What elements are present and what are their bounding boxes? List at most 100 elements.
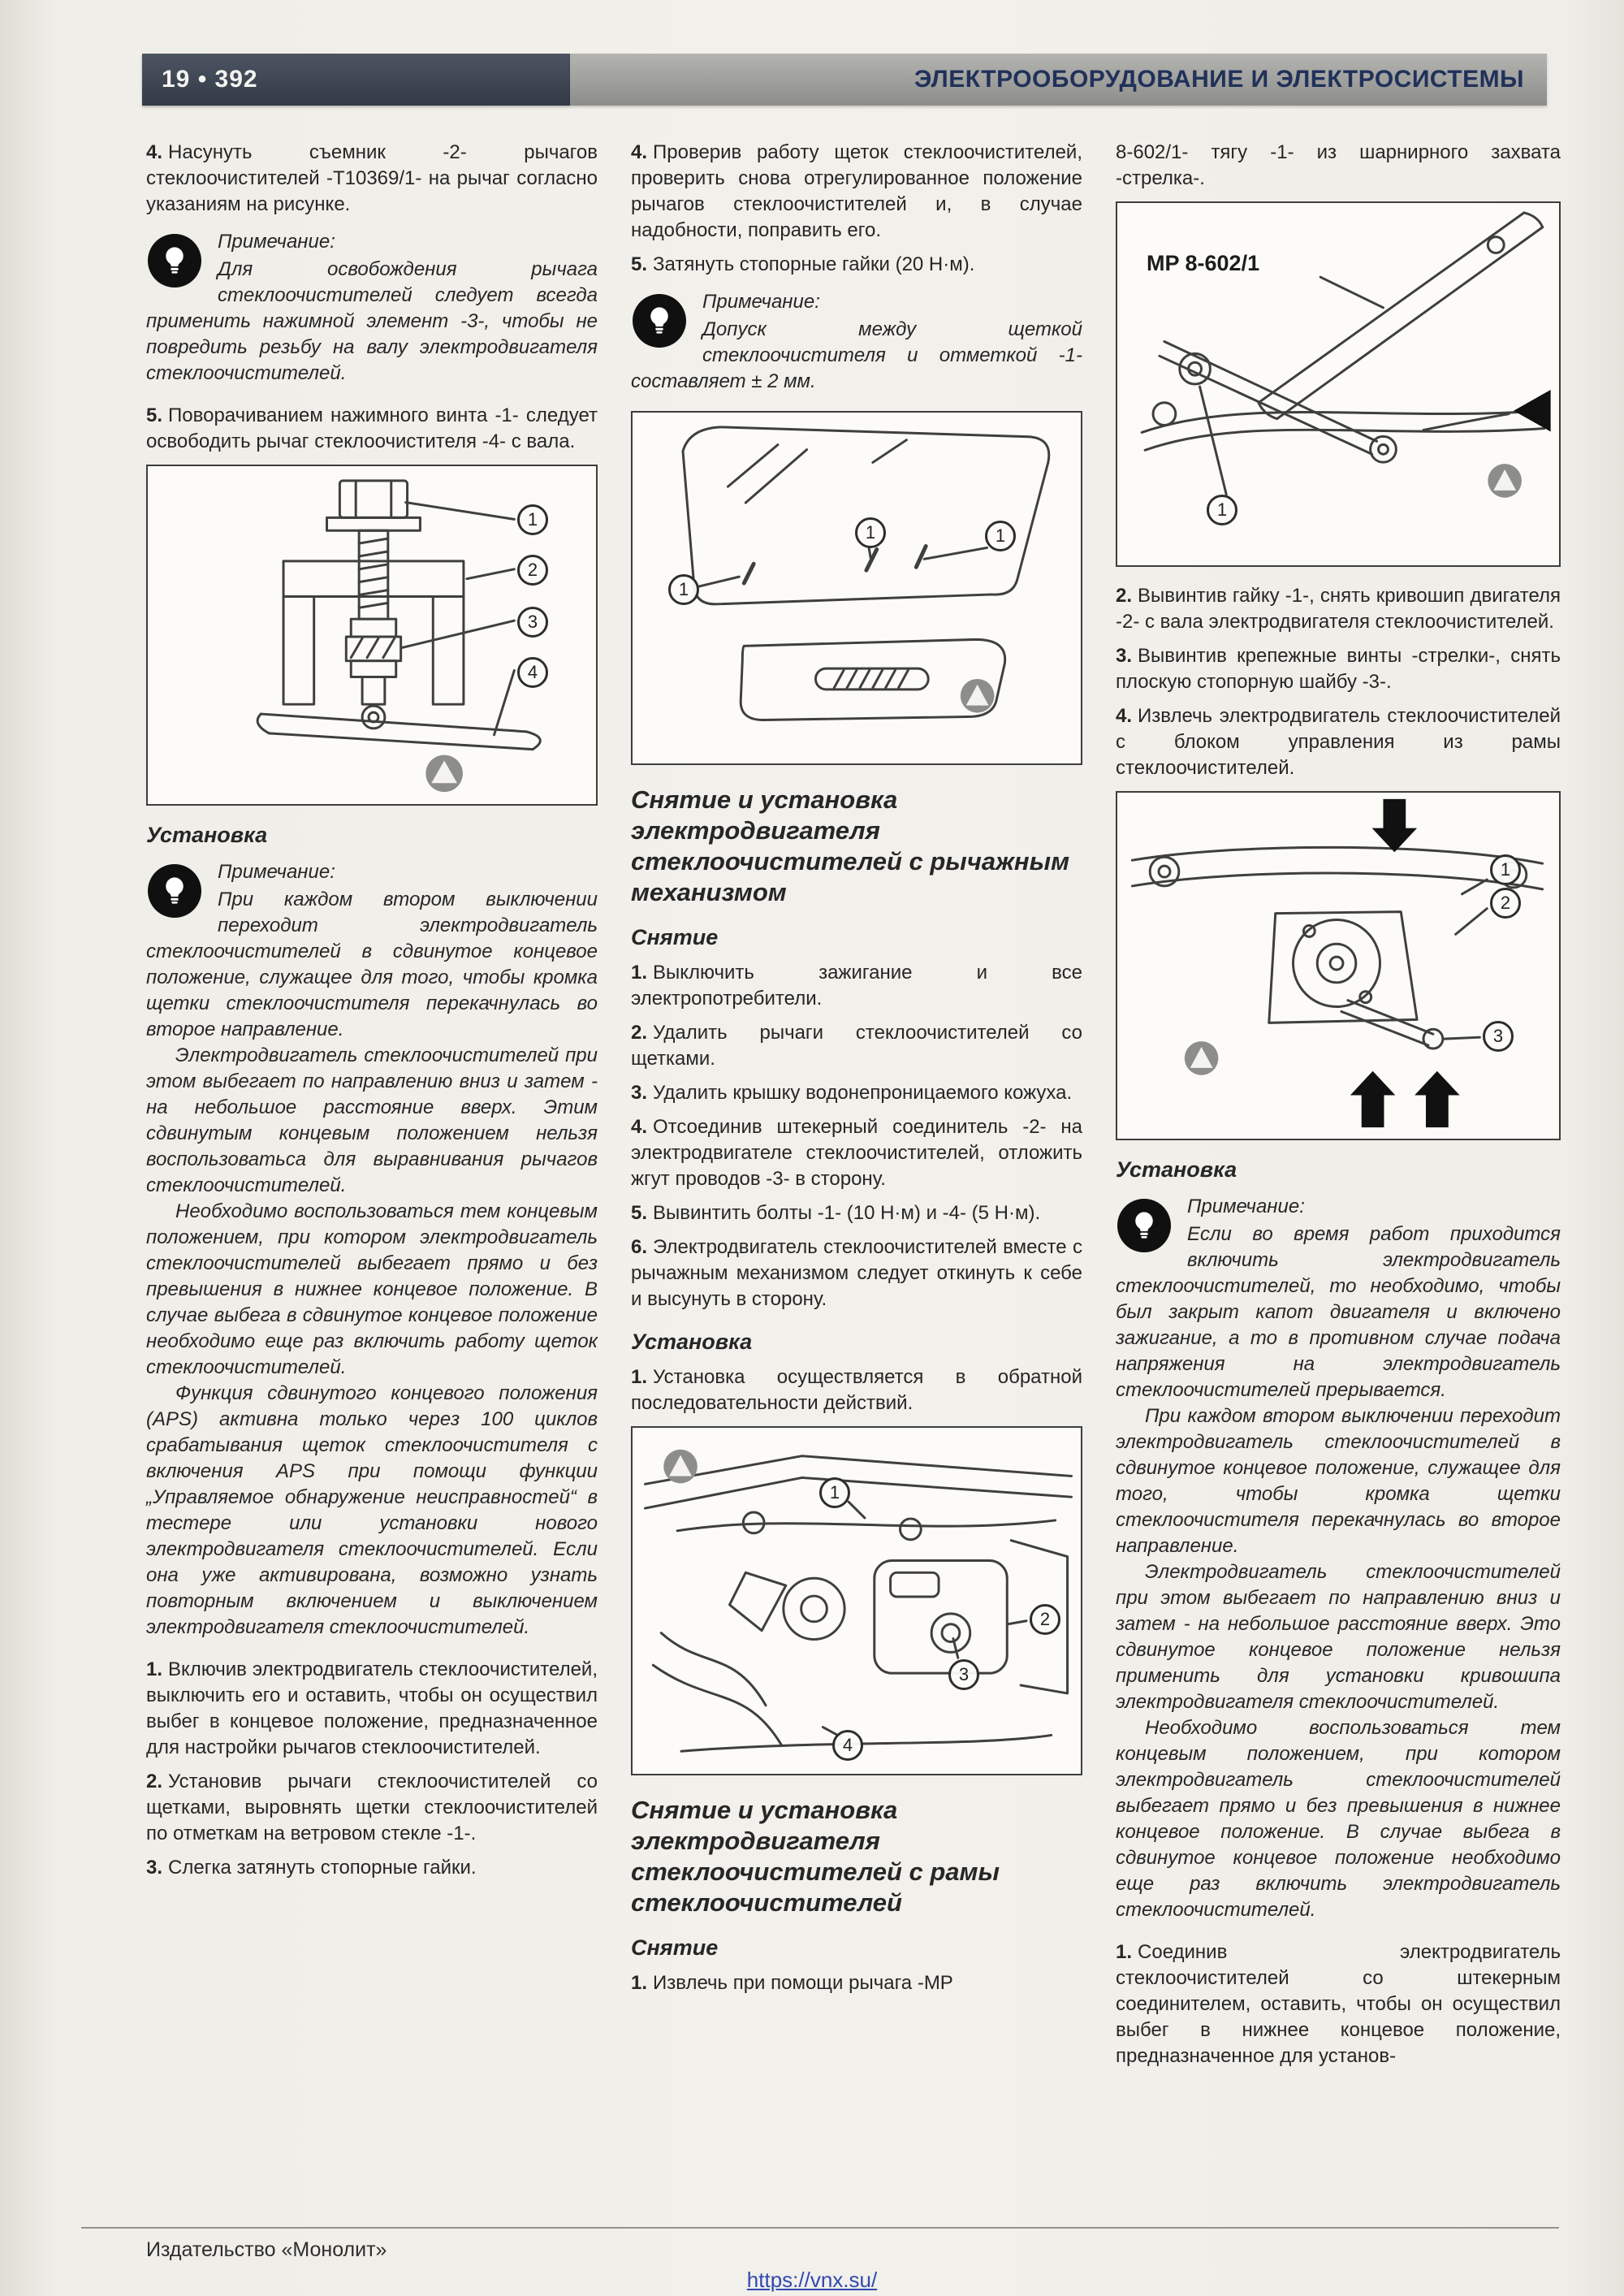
step-number: 2. xyxy=(1116,585,1133,607)
callout-2: 2 xyxy=(517,555,548,586)
up-arrow xyxy=(1415,1070,1460,1128)
step-number: 5. xyxy=(146,404,163,426)
lever-tool-drawing xyxy=(1140,211,1551,498)
note-title: Примечание: xyxy=(218,861,335,883)
wiper-motor-drawing xyxy=(1130,798,1544,1128)
lightbulb-icon xyxy=(1117,1199,1171,1252)
callout-3: 3 xyxy=(1483,1021,1514,1052)
monolit-logo-icon xyxy=(425,755,463,793)
step-number: 1. xyxy=(631,1972,648,1994)
monolit-logo-icon xyxy=(1488,464,1522,498)
lightbulb-icon xyxy=(148,864,201,918)
note-block: Примечание: При каждом втором выключении… xyxy=(146,859,598,1641)
step-paragraph: 5.Затянуть стопорные гайки (20 Н·м). xyxy=(631,252,1082,278)
engine-bay-drawing xyxy=(643,1449,1073,1753)
step-text: 8-602/1- тягу -1- из шарнирного захвата … xyxy=(1116,141,1561,189)
lightbulb-glyph xyxy=(650,307,668,334)
page-number-box: 19 • 392 xyxy=(142,54,570,106)
step-text: Удалить крышку водонепроницаемого кожуха… xyxy=(653,1082,1073,1104)
step-number: 4. xyxy=(146,141,163,163)
step-number: 3. xyxy=(1116,645,1133,667)
step-text: Соединив электродвигатель стеклоочистите… xyxy=(1116,1941,1561,2067)
callout-1: 1 xyxy=(1490,854,1521,885)
heading-install: Установка xyxy=(146,823,268,847)
callout-1: 1 xyxy=(668,574,699,605)
heading-install: Установка xyxy=(1116,1157,1237,1182)
note-paragraph: Электродвигатель стеклоочистителей при э… xyxy=(1116,1561,1561,1713)
step-paragraph: 2.Удалить рычаги стеклоочистителей со ще… xyxy=(631,1020,1082,1072)
step-paragraph: 3.Вывинтив крепежные винты -стрелки-, сн… xyxy=(1116,643,1561,695)
lightbulb-icon xyxy=(633,294,686,348)
step-number: 1. xyxy=(631,962,648,984)
lightbulb-glyph xyxy=(166,247,184,274)
step-text: Затянуть стопорные гайки (20 Н·м). xyxy=(653,253,975,275)
page-number: 19 • 392 xyxy=(162,66,258,93)
note-block: Примечание: Если во время работ приходит… xyxy=(1116,1194,1561,1923)
step-number: 2. xyxy=(631,1022,648,1044)
callout-1: 1 xyxy=(855,517,886,548)
note-paragraph: При каждом втором выключении переходит э… xyxy=(1116,1405,1561,1557)
step-text: Включив электродвигатель стеклоочистител… xyxy=(146,1658,598,1758)
step-text: Электродвигатель стеклоочистителей вмест… xyxy=(631,1236,1082,1310)
step-paragraph: 4.Извлечь электродвигатель стеклоочистит… xyxy=(1116,703,1561,781)
step-text: Установив рычаги стеклоочистителей со ще… xyxy=(146,1771,598,1844)
step-text: Насунуть съемник -2- рычагов стеклоочист… xyxy=(146,141,598,215)
step-text: Вывинтить болты -1- (10 Н·м) и -4- (5 Н·… xyxy=(653,1202,1041,1224)
step-paragraph: 3.Удалить крышку водонепроницаемого кожу… xyxy=(631,1080,1082,1106)
callout-1: 1 xyxy=(1207,495,1237,525)
figure-engine-bay: 1 2 3 4 xyxy=(631,1426,1082,1775)
step-paragraph: 5.Поворачиванием нажимного винта -1- сле… xyxy=(146,403,598,455)
continuation-paragraph: 8-602/1- тягу -1- из шарнирного захвата … xyxy=(1116,140,1561,192)
callout-2: 2 xyxy=(1490,888,1521,919)
tool-label: MP 8-602/1 xyxy=(1147,251,1260,275)
step-paragraph: 1.Извлечь при помощи рычага -МР xyxy=(631,1970,1082,1996)
section-title: Снятие и установка электродвигателя стек… xyxy=(631,1796,1000,1917)
step-paragraph: 6.Электродвигатель стеклоочистителей вме… xyxy=(631,1234,1082,1312)
callout-1: 1 xyxy=(517,504,548,535)
step-number: 6. xyxy=(631,1236,648,1258)
callout-2: 2 xyxy=(1030,1604,1060,1635)
note-block: Примечание: Для освобождения рычага стек… xyxy=(146,229,598,387)
lightbulb-glyph xyxy=(1135,1212,1153,1239)
step-paragraph: 1.Установка осуществляется в обратной по… xyxy=(631,1364,1082,1416)
step-number: 1. xyxy=(146,1658,163,1680)
note-title: Примечание: xyxy=(1187,1196,1305,1217)
figure-windshield-marks: 1 1 1 xyxy=(631,411,1082,765)
heading-install: Установка xyxy=(631,1330,753,1354)
column-right: 8-602/1- тягу -1- из шарнирного захвата … xyxy=(1116,140,1561,2078)
callout-4: 4 xyxy=(517,657,548,688)
callout-4: 4 xyxy=(832,1730,863,1761)
site-link[interactable]: https://vnx.su/ xyxy=(746,2268,878,2292)
note-title: Примечание: xyxy=(702,291,820,313)
step-paragraph: 1.Включив электродвигатель стеклоочистит… xyxy=(146,1657,598,1761)
down-arrow xyxy=(1371,798,1418,853)
step-text: Отсоединив штекерный соединитель -2- на … xyxy=(631,1116,1082,1190)
step-number: 3. xyxy=(631,1082,648,1104)
step-paragraph: 1.Выключить зажигание и все электропотре… xyxy=(631,960,1082,1012)
direction-arrow xyxy=(1514,389,1551,432)
chapter-header-bar: ЭЛЕКТРООБОРУДОВАНИЕ И ЭЛЕКТРОСИСТЕМЫ xyxy=(570,54,1547,106)
note-paragraph: Необходимо воспользоваться тем концевым … xyxy=(146,1200,598,1378)
step-text: Слегка затянуть стопорные гайки. xyxy=(168,1857,477,1879)
chapter-title: ЭЛЕКТРООБОРУДОВАНИЕ И ЭЛЕКТРОСИСТЕМЫ xyxy=(914,66,1524,93)
note-paragraph: Если во время работ приходится включить … xyxy=(1116,1223,1561,1401)
monolit-logo-icon xyxy=(1184,1041,1219,1075)
note-paragraph: Функция сдвинутого концевого положения (… xyxy=(146,1382,598,1638)
callout-1: 1 xyxy=(985,521,1016,551)
figure-wiper-motor-frame: 1 2 3 xyxy=(1116,791,1561,1140)
column-middle: 4.Проверив работу щеток стеклоочистителе… xyxy=(631,140,1082,2004)
puller-drawing xyxy=(256,479,542,793)
step-number: 2. xyxy=(146,1771,163,1792)
monolit-logo-icon xyxy=(663,1449,698,1484)
footer-divider xyxy=(81,2227,1559,2229)
step-text: Извлечь при помощи рычага -МР xyxy=(653,1972,953,1994)
note-block: Примечание: Допуск между щеткой стеклооч… xyxy=(631,289,1082,395)
heading-removal: Снятие xyxy=(631,1935,719,1960)
callout-3: 3 xyxy=(948,1659,979,1690)
note-paragraph: Электродвигатель стеклоочистителей при э… xyxy=(146,1044,598,1196)
note-title: Примечание: xyxy=(218,231,335,253)
note-paragraph: Для освобождения рычага стеклоочистителе… xyxy=(146,258,598,384)
heading-removal: Снятие xyxy=(631,925,719,949)
step-text: Вывинтив гайку -1-, снять кривошип двига… xyxy=(1116,585,1561,633)
